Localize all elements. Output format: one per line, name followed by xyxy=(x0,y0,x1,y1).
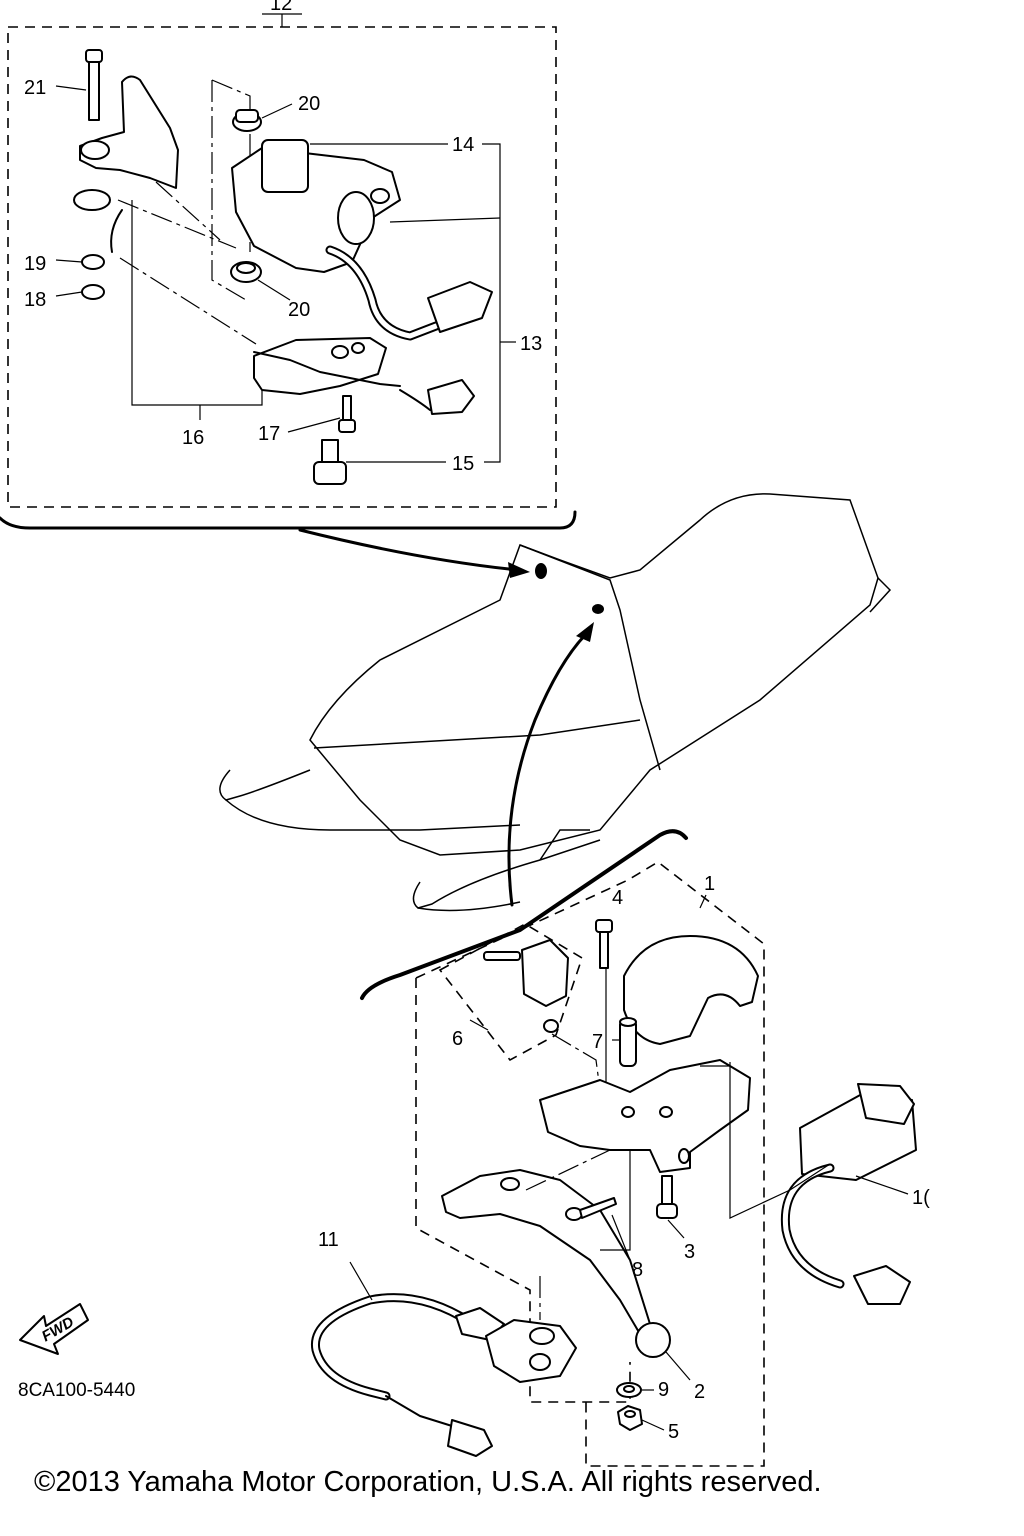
lever-ball-end xyxy=(635,1322,671,1358)
callout-13: 13 xyxy=(520,333,542,355)
callout-5: 5 xyxy=(668,1421,679,1443)
bolt-21 xyxy=(55,49,103,121)
callout-16: 16 xyxy=(182,427,204,449)
callout-21: 21 xyxy=(24,77,46,99)
callout-11: 11 xyxy=(318,1229,339,1251)
lock-washer-18 xyxy=(55,284,105,300)
inset-frame-bottom xyxy=(0,510,577,530)
callout-3: 3 xyxy=(684,1241,695,1263)
switch-unit-10 xyxy=(780,1083,917,1305)
copyright-notice: ©2013 Yamaha Motor Corporation, U.S.A. A… xyxy=(34,1466,822,1498)
snowmobile-outline xyxy=(219,493,892,912)
callout-17: 17 xyxy=(258,423,280,445)
washer-19 xyxy=(55,254,105,270)
mount-point-lower xyxy=(592,604,604,614)
callout-2: 2 xyxy=(694,1381,705,1403)
callout-15: 15 xyxy=(452,453,474,475)
callout-19: 19 xyxy=(24,253,46,275)
bolt-3 xyxy=(656,1175,678,1219)
switch-11 xyxy=(310,1261,577,1457)
throttle-bracket xyxy=(73,75,179,253)
lower-frame-line xyxy=(360,829,688,1000)
bolt-15 xyxy=(313,439,446,485)
screw-8 xyxy=(565,1197,617,1221)
fwd-arrow-icon: FWD xyxy=(19,1303,89,1355)
callout-numbers: 12 21 20 14 19 18 20 13 16 17 15 1 4 6 7… xyxy=(24,0,930,1443)
screw-17 xyxy=(287,395,356,433)
switch-base-16 xyxy=(253,337,475,415)
callout-20-bottom: 20 xyxy=(288,299,310,321)
location-arrows xyxy=(298,528,594,907)
callout-8: 8 xyxy=(632,1259,643,1281)
washer-9 xyxy=(616,1382,654,1398)
throttle-assembly-1: FWD xyxy=(19,829,917,1467)
grommet-20-bottom xyxy=(230,261,291,301)
switch-14 xyxy=(231,139,493,341)
diagram-code: 8CA100-5440 xyxy=(18,1380,136,1401)
inset-assembly-12 xyxy=(0,13,577,530)
lever-cover xyxy=(623,935,759,1045)
callout-4: 4 xyxy=(612,887,623,909)
mount-point-upper xyxy=(535,563,547,579)
clamp-6 xyxy=(483,939,569,1033)
callout-20-top: 20 xyxy=(298,93,320,115)
callout-7: 7 xyxy=(592,1031,603,1053)
callout-1: 1 xyxy=(704,873,715,895)
lever-holder xyxy=(539,1059,751,1173)
callout-9: 9 xyxy=(658,1379,669,1401)
group-6-border xyxy=(438,923,583,1062)
callout-18: 18 xyxy=(24,289,46,311)
nut-5 xyxy=(617,1405,665,1431)
collar-7 xyxy=(619,1017,637,1067)
callout-6: 6 xyxy=(452,1028,463,1050)
callout-12: 12 xyxy=(270,0,292,15)
callout-10: 1( xyxy=(912,1187,930,1209)
bolt-4 xyxy=(595,919,613,969)
grommet-20-top xyxy=(232,103,293,132)
callout-14: 14 xyxy=(452,134,474,156)
